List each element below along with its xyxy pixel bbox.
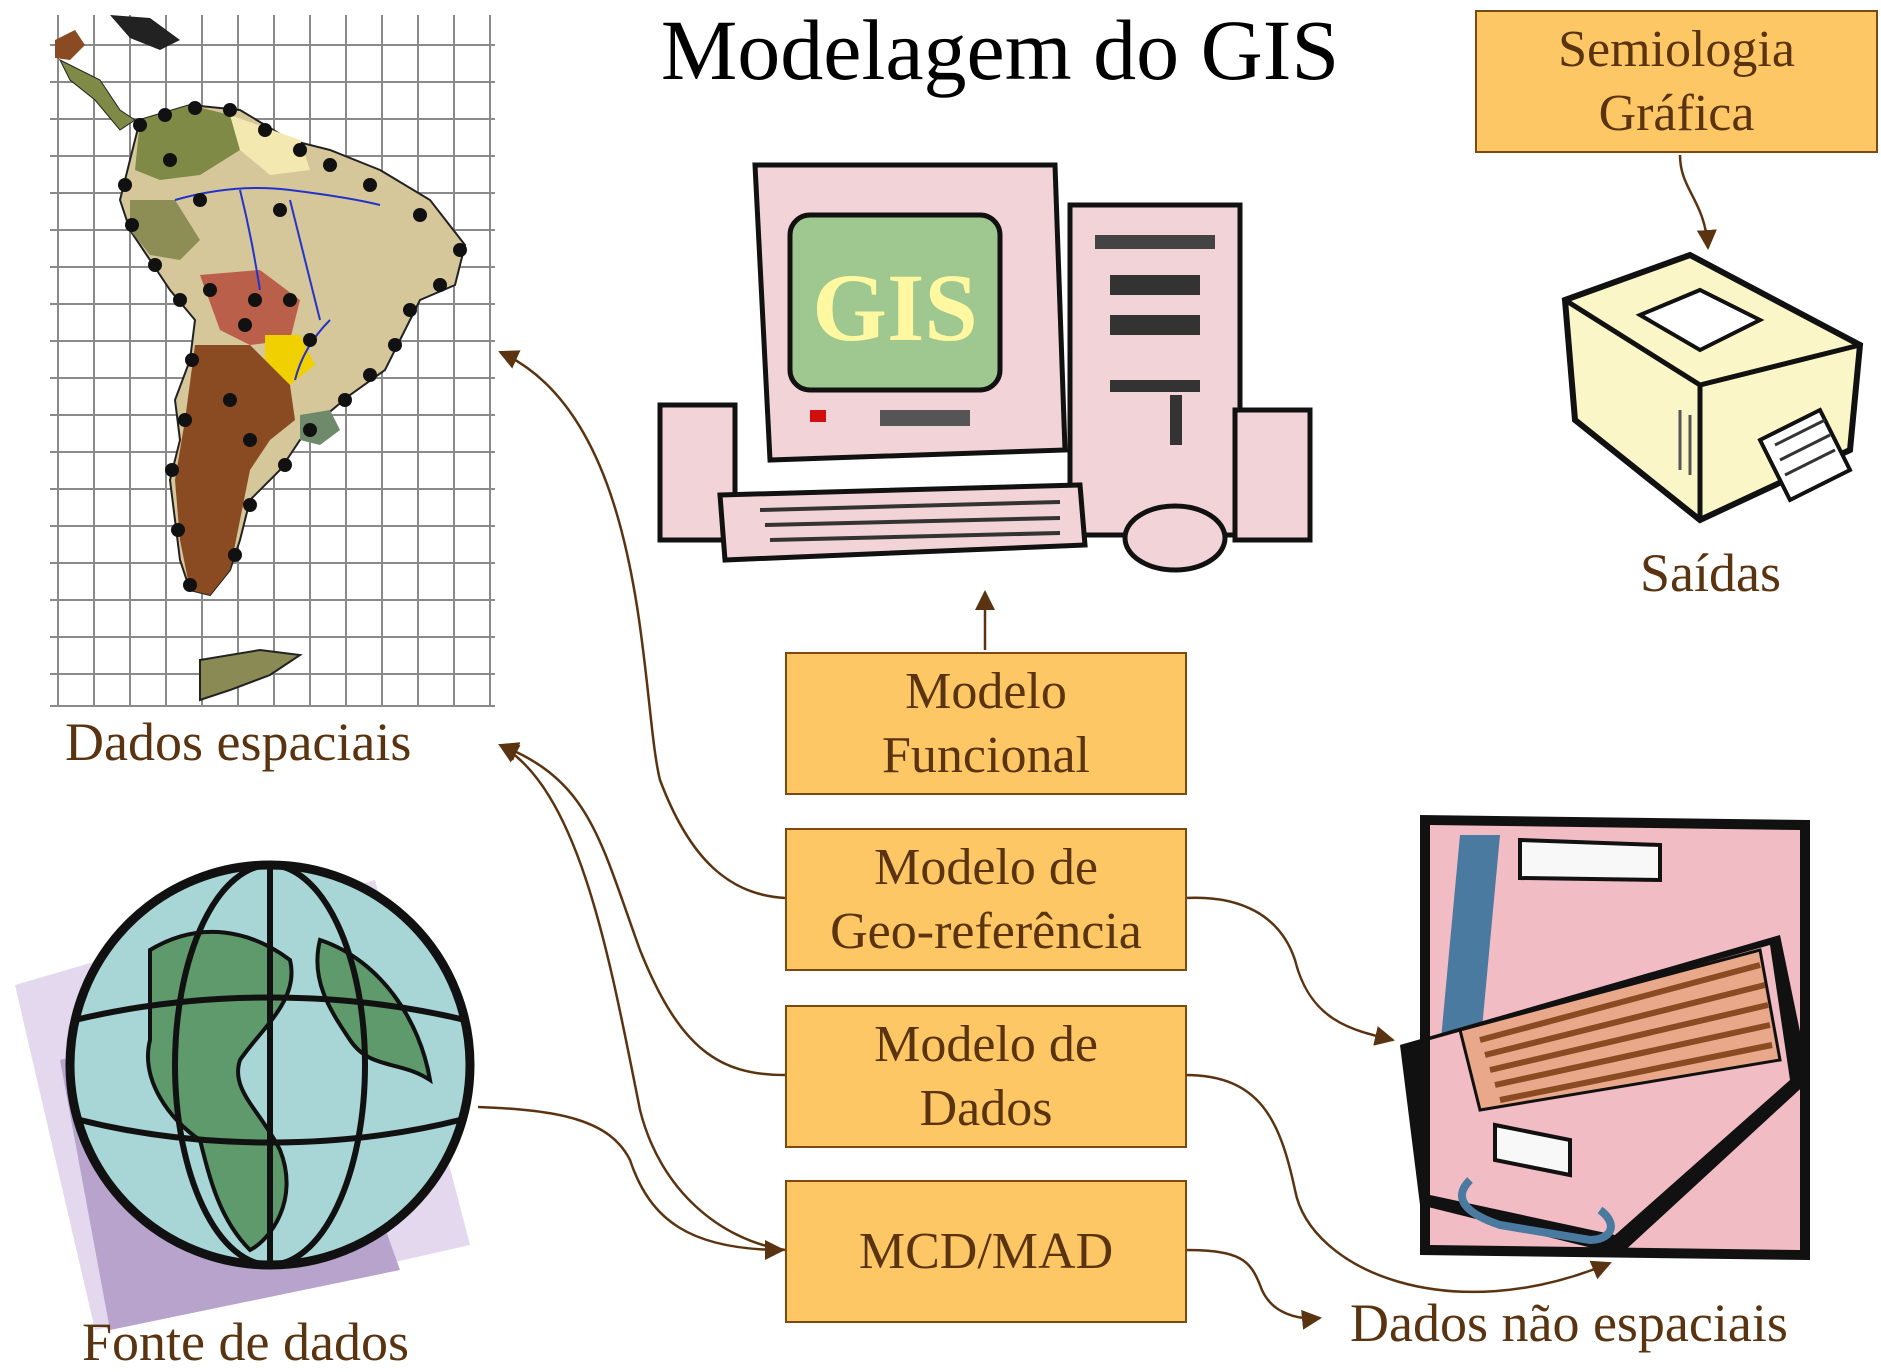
- computer-icon: GIS: [657, 162, 1313, 573]
- arrow-mcd-to-dados-espaciais: [498, 743, 786, 1252]
- saidas-label: Saídas: [1640, 543, 1781, 603]
- fonte-de-dados-label: Fonte de dados: [82, 1312, 409, 1372]
- arrow-semiologia-to-printer: [1678, 154, 1717, 250]
- arrow-georef-to-map: [498, 350, 786, 900]
- arrow-dados-to-cabinet: [1184, 1073, 1612, 1294]
- page-title: Modelagem do GIS: [660, 2, 1340, 98]
- modelo-funcional-box: Modelo Funcional: [785, 652, 1187, 795]
- dados-espaciais-label: Dados espaciais: [65, 712, 412, 772]
- funcional-line1: Modelo: [905, 662, 1067, 720]
- south-america-map-icon: [50, 15, 495, 707]
- dados-line1: Modelo de: [874, 1015, 1098, 1073]
- georef-line2: Geo-referência: [830, 902, 1142, 960]
- arrow-georef-to-cabinet: [1184, 896, 1395, 1046]
- mcd-mad-box: MCD/MAD: [785, 1180, 1187, 1323]
- dados-nao-espaciais-label: Dados não espaciais: [1350, 1293, 1788, 1353]
- connector-arrows: [477, 154, 1717, 1330]
- printer-icon: [1561, 251, 1864, 524]
- dados-line2: Dados: [919, 1079, 1053, 1137]
- arrow-dados-to-dados-espaciais: [498, 742, 786, 1077]
- arrow-mcd-to-dados-nao-espaciais: [1184, 1248, 1322, 1330]
- funcional-line2: Funcional: [882, 726, 1090, 784]
- globe-icon: [15, 860, 475, 1330]
- arrow-fonte-to-mcd: [477, 1105, 785, 1260]
- modelo-dados-box: Modelo de Dados: [785, 1005, 1187, 1148]
- semiologia-grafica-box: Semiologia Gráfica: [1475, 10, 1878, 153]
- semiologia-line1: Semiologia: [1558, 20, 1795, 78]
- mcd-line1: MCD/MAD: [858, 1222, 1114, 1280]
- semiologia-line2: Gráfica: [1598, 84, 1755, 142]
- modelo-georeferencia-box: Modelo de Geo-referência: [785, 828, 1187, 971]
- georef-line1: Modelo de: [874, 838, 1098, 896]
- file-cabinet-icon: [1400, 815, 1810, 1260]
- gis-screen-text: GIS: [812, 254, 977, 361]
